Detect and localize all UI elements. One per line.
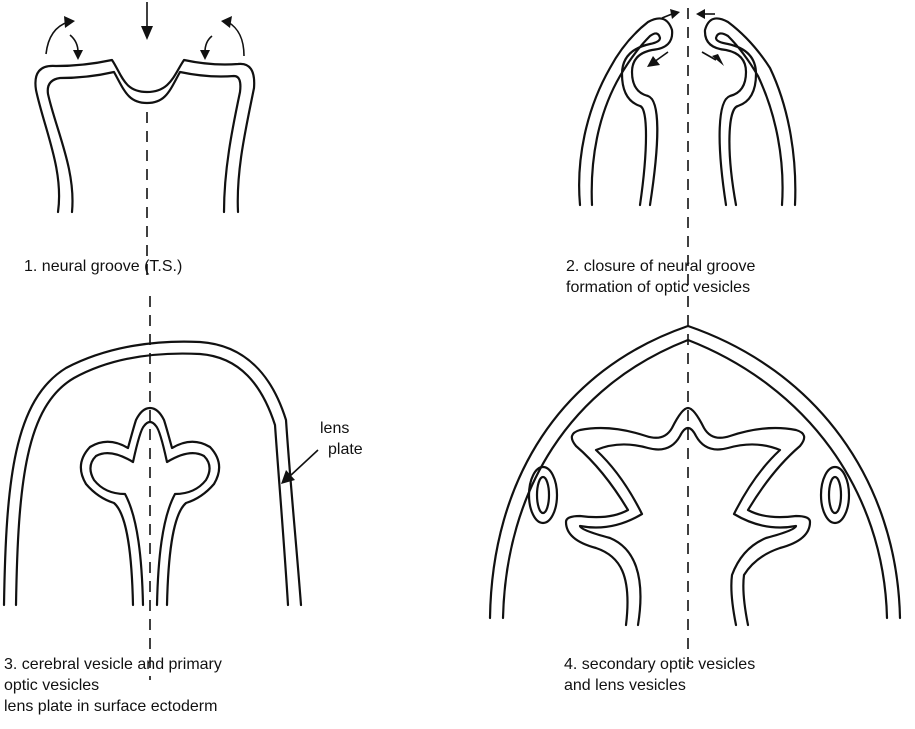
- fold-arrow-right-outer: [228, 22, 244, 56]
- arrowhead: [73, 50, 83, 60]
- caption-line: 1. neural groove (T.S.): [24, 256, 182, 277]
- panel-2-caption: 2. closure of neural groove formation of…: [566, 256, 755, 298]
- caption-line: 4. secondary optic vesicles: [564, 654, 755, 675]
- panel-2-neural-groove-closure: [579, 8, 795, 285]
- lens-vesicle-right-inner: [829, 477, 841, 513]
- arrowhead: [670, 9, 680, 19]
- arrowhead: [64, 16, 75, 28]
- arrowhead: [221, 16, 232, 28]
- lens-plate-pointer: [290, 450, 318, 476]
- caption-line: formation of optic vesicles: [566, 277, 755, 298]
- neural-plate-outer-wall: [35, 60, 254, 212]
- fold-arrow-left-outer: [46, 22, 68, 54]
- left-fold-inner-wall: [592, 33, 660, 205]
- surface-ectoderm-outer: [4, 342, 301, 605]
- panel-1-neural-groove: [35, 2, 254, 282]
- arrowhead: [141, 26, 153, 40]
- fold-arrow-left-inner: [70, 35, 78, 52]
- surface-ectoderm-inner: [503, 340, 887, 618]
- lens-vesicle-left-inner: [537, 477, 549, 513]
- label-line: lens: [318, 418, 363, 439]
- panel-3-cerebral-vesicle: [4, 296, 318, 680]
- caption-line: optic vesicles: [4, 675, 222, 696]
- panel-4-caption: 4. secondary optic vesicles and lens ves…: [564, 654, 755, 696]
- arrowhead: [696, 9, 705, 19]
- panel-4-secondary-optic-vesicles: [490, 296, 900, 665]
- label-line: plate: [318, 439, 363, 460]
- optic-cup-outer: [566, 408, 810, 625]
- panel-1-caption: 1. neural groove (T.S.): [24, 256, 182, 277]
- fold-arrow-right-inner: [205, 36, 212, 52]
- surface-ectoderm-inner: [16, 354, 288, 605]
- caption-line: 3. cerebral vesicle and primary: [4, 654, 222, 675]
- arrowhead: [281, 470, 295, 484]
- arrowhead: [712, 54, 724, 66]
- caption-line: lens plate in surface ectoderm: [4, 696, 222, 717]
- panel-3-caption: 3. cerebral vesicle and primary optic ve…: [4, 654, 222, 717]
- converge-arrow-left: [662, 14, 672, 18]
- caption-line: and lens vesicles: [564, 675, 755, 696]
- lens-vesicle-left-outer: [529, 467, 557, 523]
- caption-line: 2. closure of neural groove: [566, 256, 755, 277]
- lens-vesicle-right-outer: [821, 467, 849, 523]
- arrowhead: [647, 56, 660, 67]
- right-fold-inner-wall: [716, 33, 783, 205]
- arrowhead: [200, 50, 210, 60]
- lens-plate-label: lens plate: [318, 418, 363, 460]
- neural-plate-inner-wall: [48, 72, 241, 212]
